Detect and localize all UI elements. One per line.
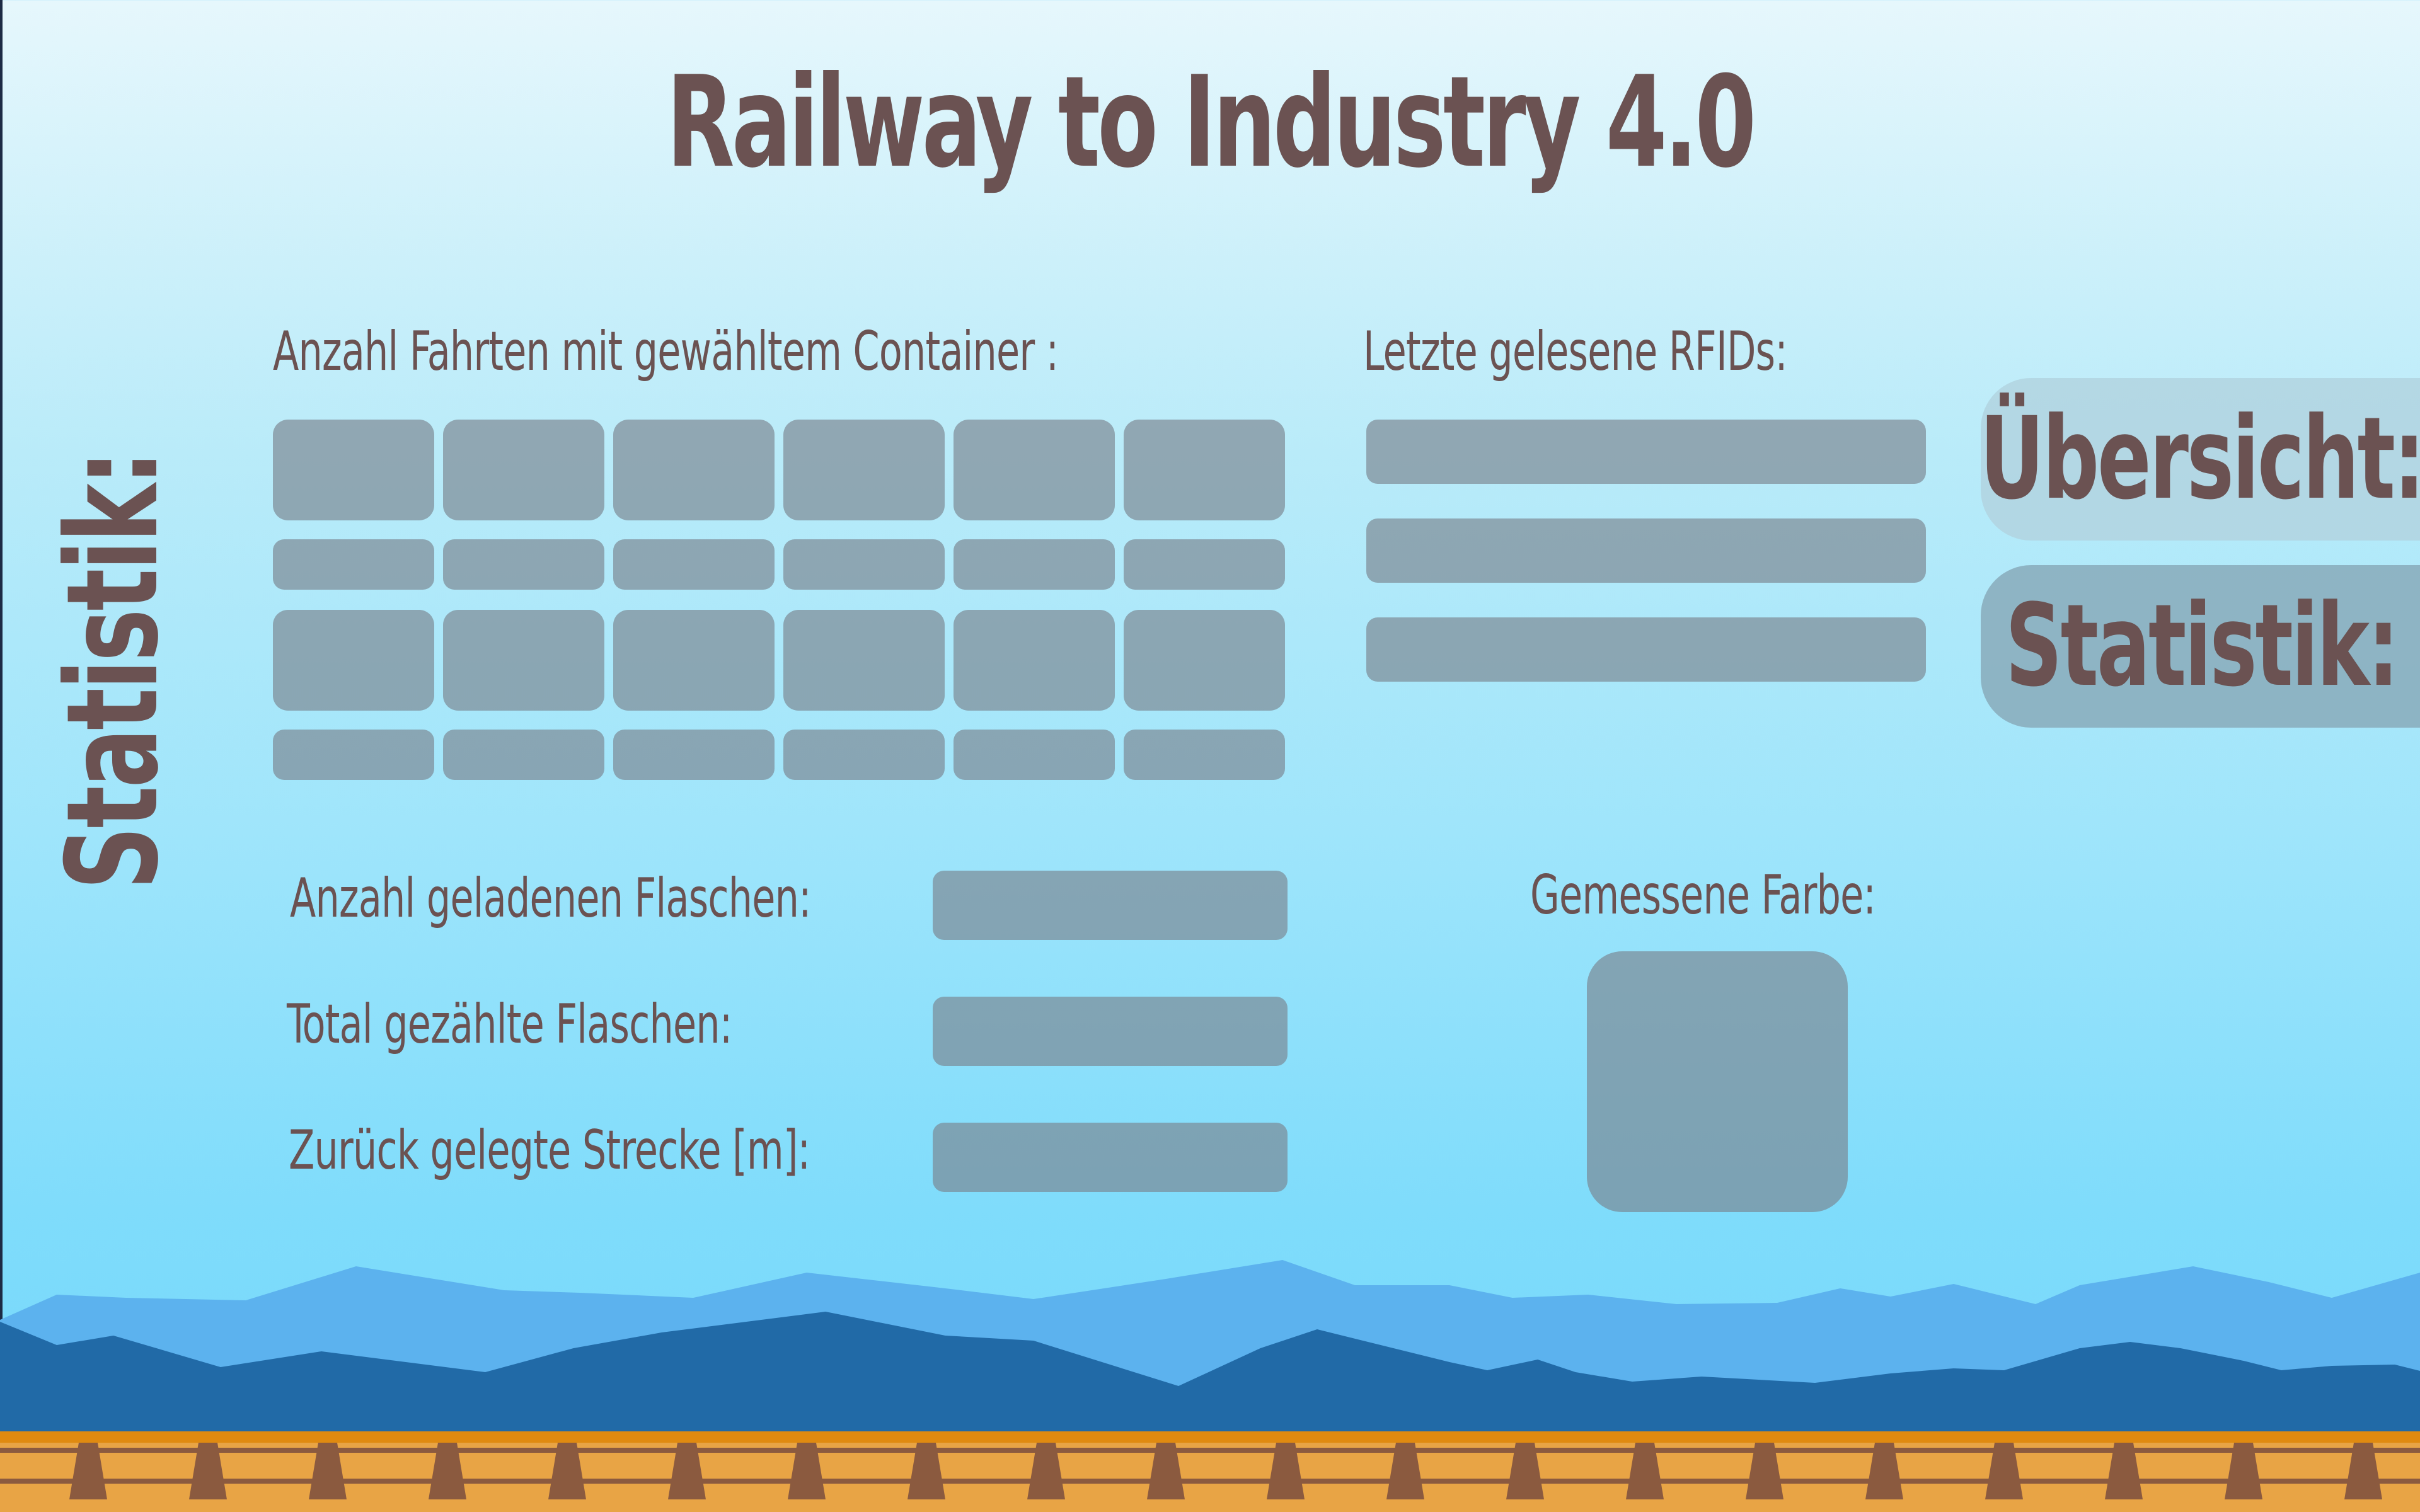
container-label-cell [443, 539, 604, 590]
overview-button-label: Übersicht: [1979, 393, 2420, 525]
container-label-cell [443, 730, 604, 780]
container-label-cell [783, 539, 945, 590]
container-value-cell [783, 610, 945, 711]
railway-sleeper [548, 1443, 586, 1499]
railway-sleeper [668, 1443, 706, 1499]
rail-top [0, 1448, 2420, 1453]
railway-sleeper [2105, 1443, 2143, 1499]
container-trips-grid [273, 420, 1289, 785]
total-bottles-field [933, 997, 1288, 1066]
mountains-dark [0, 1312, 2420, 1449]
container-label-cell [1124, 730, 1285, 780]
overview-button[interactable]: Übersicht: [1979, 378, 2420, 541]
measured-color-label: Gemessene Farbe: [1530, 864, 1876, 927]
container-label-cell [954, 730, 1115, 780]
railway-sleeper [1626, 1443, 1664, 1499]
distance-label: Zurück gelegte Strecke [m]: [289, 1119, 810, 1182]
railway-sleepers [69, 1443, 2382, 1499]
container-value-cell [613, 420, 775, 520]
container-value-cell [954, 610, 1115, 711]
container-label-cell [613, 730, 775, 780]
container-value-cell [1124, 610, 1285, 711]
railway-sleeper [69, 1443, 107, 1499]
container-value-cell [613, 610, 775, 711]
rfid-field-2 [1366, 518, 1926, 583]
container-value-cell [273, 610, 434, 711]
container-value-cell [1124, 420, 1285, 520]
statistics-button[interactable]: Statistik: [1981, 565, 2420, 728]
railway-sleeper [1267, 1443, 1305, 1499]
ground-top [0, 1431, 2420, 1443]
railway-sleeper [1027, 1443, 1065, 1499]
loaded-bottles-label: Anzahl geladenen Flaschen: [290, 867, 811, 930]
rfid-field-3 [1366, 617, 1926, 682]
container-value-cell [443, 420, 604, 520]
container-trips-label: Anzahl Fahrten mit gewähltem Container : [273, 320, 1059, 383]
railway-sleeper [189, 1443, 227, 1499]
distance-field [933, 1123, 1288, 1192]
measured-color-swatch [1587, 951, 1848, 1212]
container-label-cell [783, 730, 945, 780]
rfid-label: Letzte gelesene RFIDs: [1363, 320, 1788, 383]
railway-sleeper [2344, 1443, 2382, 1499]
railway-sleeper [2225, 1443, 2262, 1499]
total-bottles-label: Total gezählte Flaschen: [287, 993, 732, 1056]
railway-sleeper [788, 1443, 826, 1499]
loaded-bottles-field [933, 871, 1288, 940]
container-value-cell [443, 610, 604, 711]
container-label-cell [273, 730, 434, 780]
rail-bottom [0, 1479, 2420, 1484]
railway-sleeper [1506, 1443, 1544, 1499]
railway-sleeper [1746, 1443, 1783, 1499]
page-title: Railway to Industry 4.0 [666, 49, 1757, 196]
railway-sleeper [1865, 1443, 1903, 1499]
rfid-field-1 [1366, 420, 1926, 484]
railway-sleeper [309, 1443, 347, 1499]
container-value-cell [954, 420, 1115, 520]
left-border [0, 0, 3, 1512]
railway-sleeper [1985, 1443, 2023, 1499]
railway-sleeper [1386, 1443, 1424, 1499]
railway-sleeper [1147, 1443, 1185, 1499]
railway-sleeper [908, 1443, 945, 1499]
ground [0, 1431, 2420, 1512]
statistics-button-label: Statistik: [2005, 580, 2400, 712]
container-label-cell [1124, 539, 1285, 590]
container-value-cell [273, 420, 434, 520]
container-label-cell [613, 539, 775, 590]
container-value-cell [783, 420, 945, 520]
container-label-cell [954, 539, 1115, 590]
railway-sleeper [429, 1443, 466, 1499]
container-label-cell [273, 539, 434, 590]
